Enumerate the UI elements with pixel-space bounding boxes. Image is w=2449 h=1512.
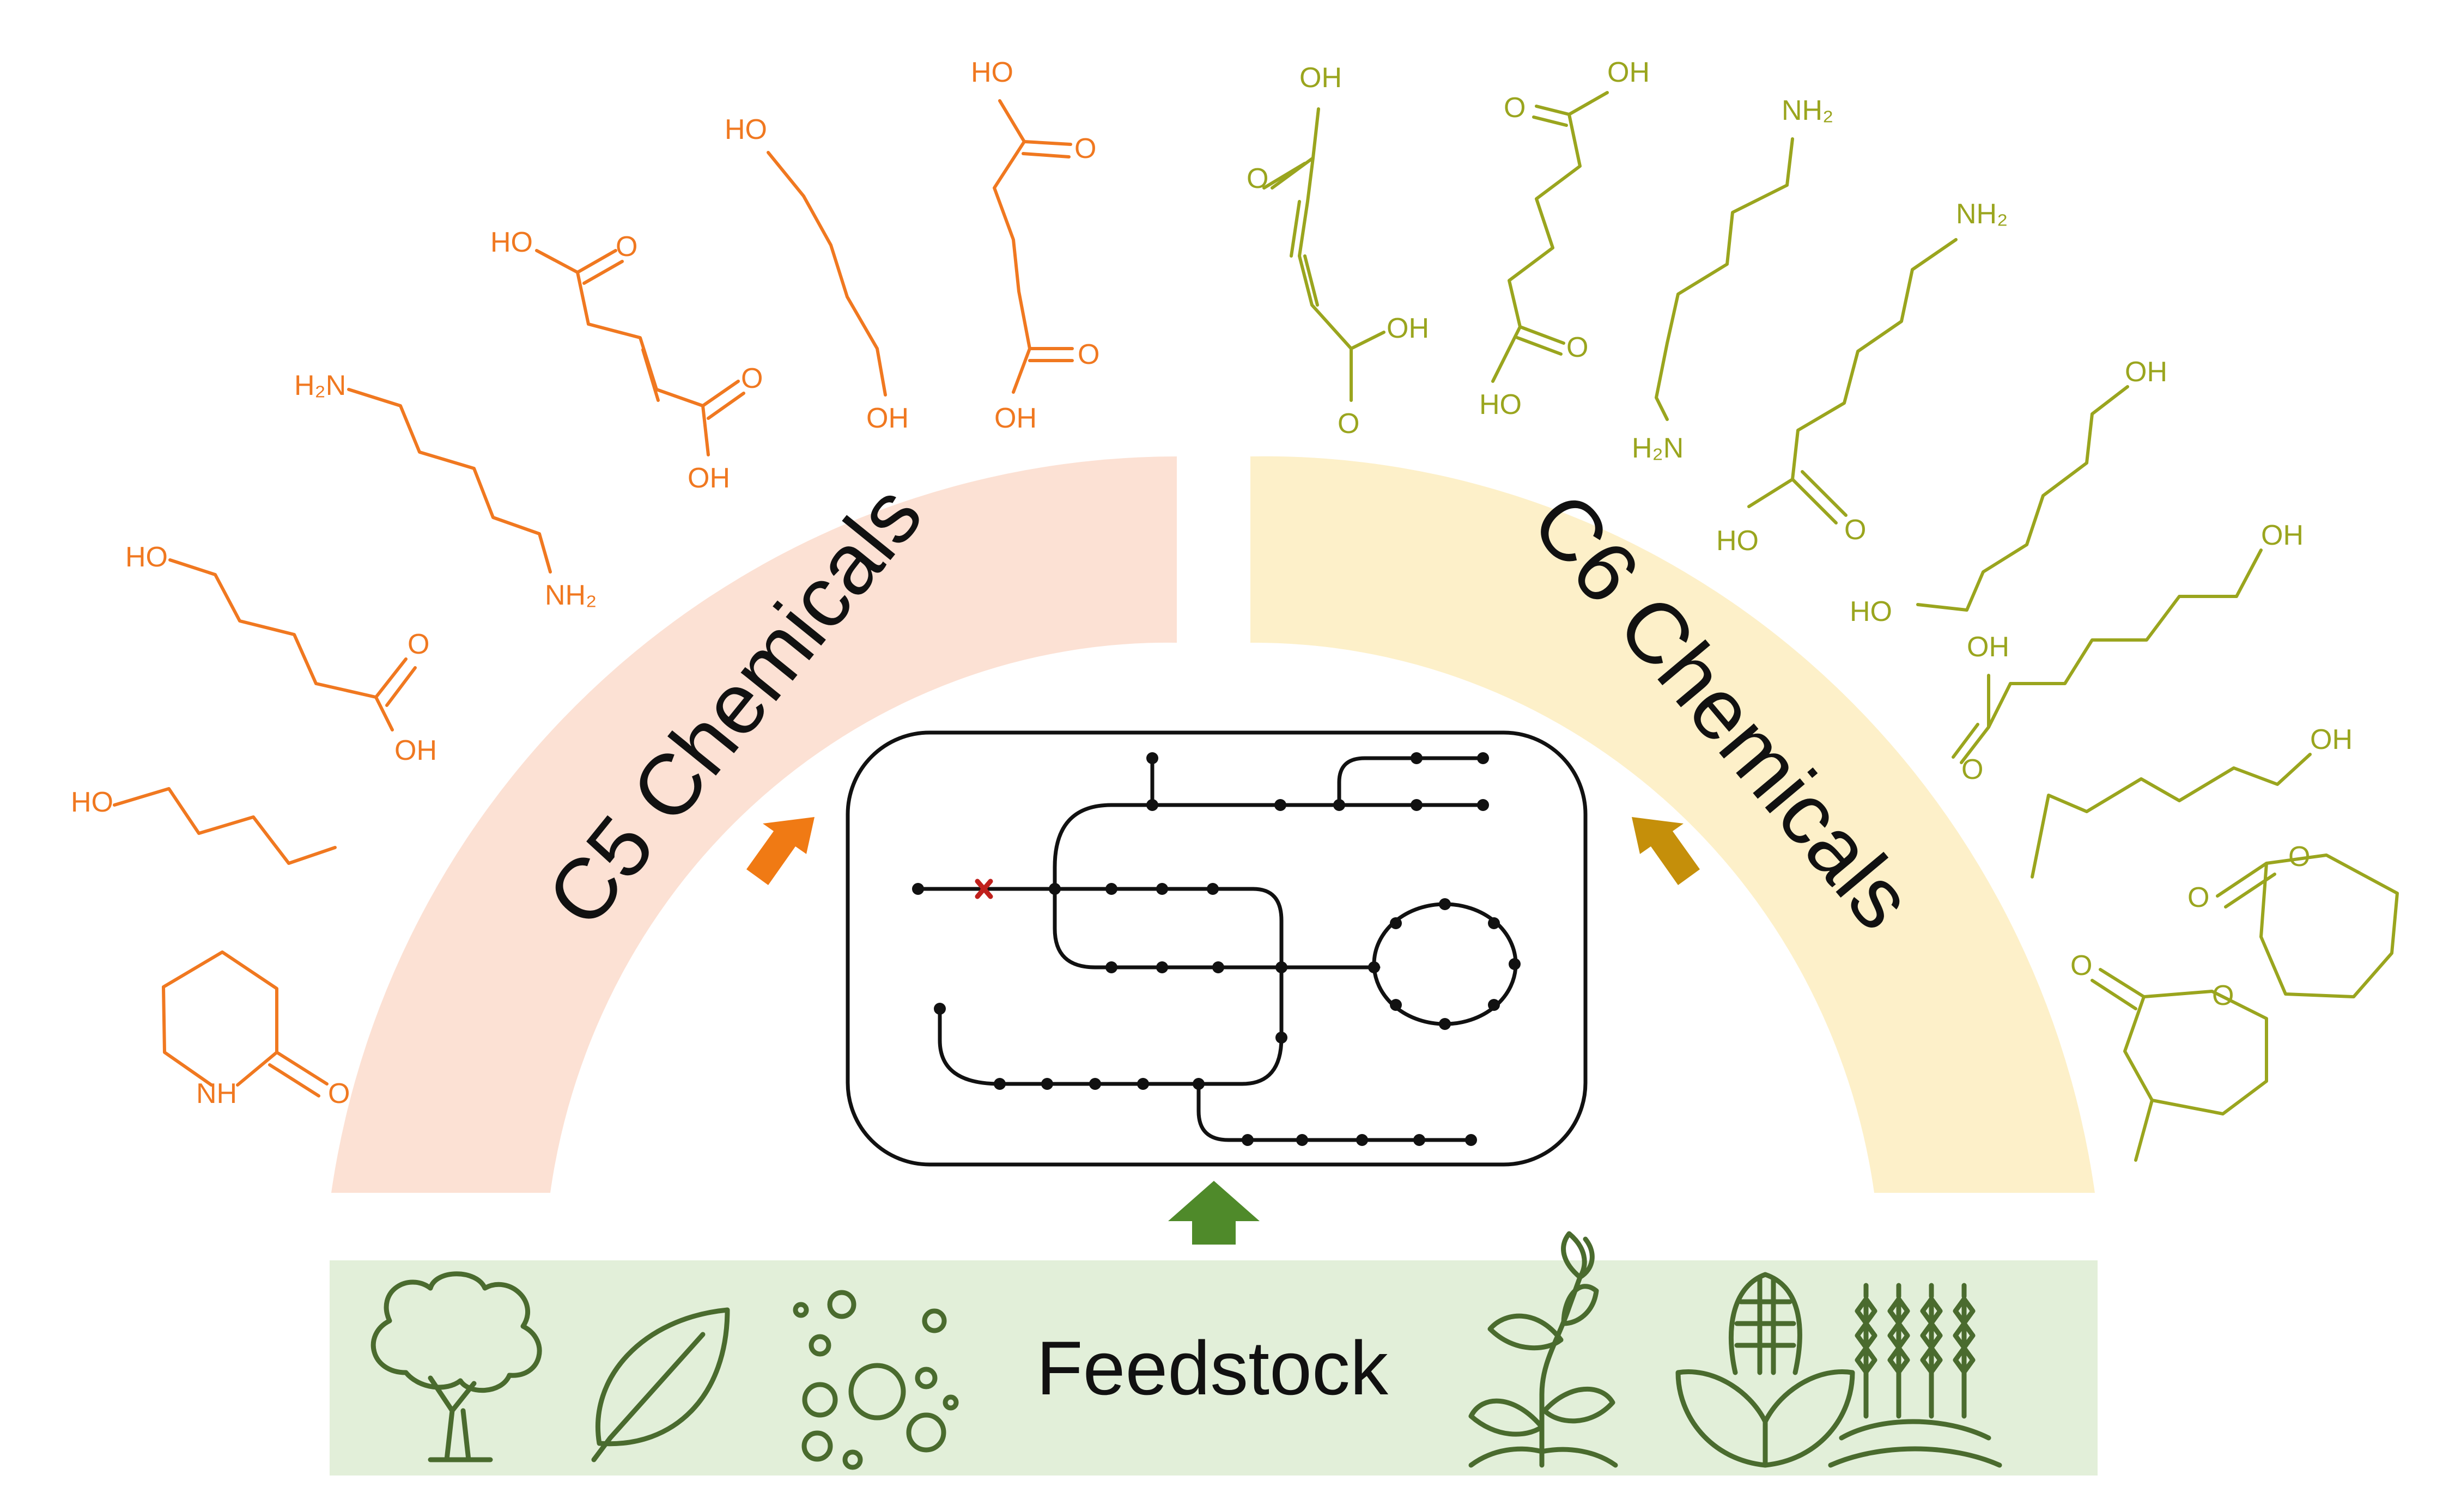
feedstock-label: Feedstock	[1036, 1325, 1389, 1411]
svg-text:HO: HO	[1850, 596, 1892, 627]
svg-text:OH: OH	[2310, 724, 2353, 755]
leaf-icon	[591, 1307, 730, 1462]
svg-text:HO: HO	[490, 227, 533, 258]
molecule-muconic-acid: OH O OH O	[1247, 62, 1429, 440]
molecule-valerolactam: NH O	[162, 950, 350, 1109]
svg-text:O: O	[1074, 133, 1096, 164]
svg-text:O: O	[2070, 950, 2092, 981]
molecule-methylvalerolactone: O O	[2070, 950, 2268, 1162]
bubbles-icon	[793, 1290, 959, 1470]
c6-molecules: OH O OH O OH O O HO NH₂ H₂N	[1247, 57, 2399, 1162]
svg-text:OH: OH	[866, 403, 909, 434]
svg-text:HO: HO	[971, 57, 1013, 88]
svg-text:H₂N: H₂N	[294, 370, 346, 401]
molecule-pentanol: HO	[71, 787, 337, 865]
feedstock-arrow	[1168, 1181, 1260, 1245]
svg-text:OH: OH	[1607, 57, 1650, 88]
svg-text:O: O	[1961, 754, 1983, 785]
c5-molecules: NH O HO HO O OH H₂N NH₂ HO	[71, 57, 1099, 1109]
svg-text:HO: HO	[725, 114, 767, 145]
svg-text:O: O	[1078, 339, 1099, 370]
svg-text:OH: OH	[688, 462, 730, 494]
molecule-glutaric-acid: HO O O OH	[971, 57, 1099, 434]
svg-text:NH₂: NH₂	[545, 580, 597, 611]
svg-text:HO: HO	[1716, 525, 1759, 557]
svg-text:O: O	[741, 363, 763, 394]
svg-text:HO: HO	[1479, 389, 1522, 420]
svg-text:HO: HO	[125, 541, 168, 573]
tree-icon	[370, 1271, 542, 1462]
svg-text:OH: OH	[2125, 356, 2167, 388]
c6-arrow	[1632, 817, 1700, 885]
molecule-hydroxyhexanoic-acid: OH OH O	[1952, 520, 2304, 785]
feedstock-band	[330, 1260, 2098, 1476]
svg-text:OH: OH	[394, 735, 437, 766]
svg-text:OH: OH	[1299, 62, 1342, 94]
svg-text:OH: OH	[994, 403, 1037, 434]
corn-icon	[1675, 1272, 1855, 1468]
svg-text:O: O	[1338, 408, 1359, 440]
molecule-cadaverine: H₂N NH₂	[294, 370, 597, 611]
svg-text:NH: NH	[196, 1078, 237, 1109]
cell-boundary	[846, 730, 1588, 1167]
svg-text:OH: OH	[1967, 631, 2009, 663]
svg-text:O: O	[2187, 882, 2209, 913]
svg-text:O: O	[1247, 163, 1268, 194]
c5-arc-band	[331, 456, 1177, 1193]
svg-text:HO: HO	[71, 787, 113, 818]
svg-text:O: O	[408, 629, 429, 660]
svg-text:O: O	[1504, 92, 1526, 124]
molecule-caprolactone: O O	[2187, 841, 2399, 998]
knockout-marker	[975, 879, 993, 899]
molecule-hexanol: OH	[2031, 724, 2353, 879]
molecule-pentanediol: HO OH	[725, 114, 909, 434]
svg-text:O: O	[1844, 514, 1866, 546]
c6-arc-band	[1250, 456, 2095, 1193]
svg-text:OH: OH	[2261, 520, 2304, 551]
molecule-glutaconic-acid: HO O O OH	[490, 227, 763, 494]
sprout-icon	[1468, 1231, 1618, 1468]
molecule-adipic-acid: OH O O HO	[1479, 57, 1650, 420]
molecule-aminoheptanoic-acid: NH₂ O HO	[1716, 198, 2008, 557]
molecule-hexanediol: OH HO	[1850, 356, 2167, 627]
svg-text:NH₂: NH₂	[1782, 95, 1833, 126]
svg-text:O: O	[2288, 841, 2310, 873]
c5-arrow	[746, 817, 815, 885]
svg-text:O: O	[616, 231, 637, 263]
svg-text:OH: OH	[1387, 313, 1429, 344]
svg-text:O: O	[1566, 332, 1588, 363]
svg-text:H₂N: H₂N	[1632, 432, 1684, 464]
molecule-hydroxyvaleric-acid: HO O OH	[125, 541, 437, 766]
molecule-hexamethylenediamine: NH₂ H₂N	[1632, 95, 1833, 464]
metabolic-network	[846, 730, 1588, 1167]
svg-text:NH₂: NH₂	[1956, 198, 2008, 230]
wheat-icon	[1828, 1283, 2002, 1468]
svg-text:O: O	[2212, 980, 2234, 1011]
svg-text:O: O	[328, 1078, 350, 1109]
